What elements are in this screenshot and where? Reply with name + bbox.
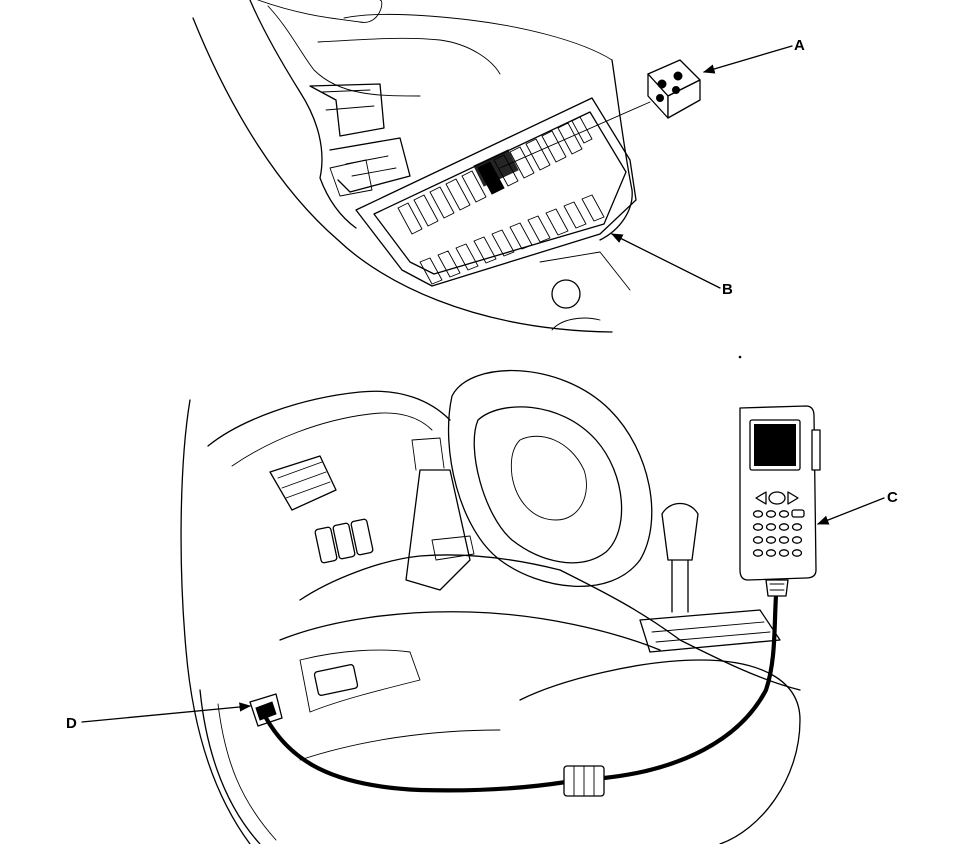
dash-right-edge	[599, 59, 633, 241]
dash-inner-contour-3	[317, 37, 501, 75]
steering-hub	[510, 435, 587, 521]
top-view-fuse-box-area	[192, 0, 637, 333]
dash-inner-contour-1	[257, 0, 383, 23]
fuse-box-outline	[355, 97, 637, 287]
panel-hole	[551, 279, 581, 309]
fuse-box-face	[373, 111, 627, 275]
enter-key-icon	[768, 491, 786, 505]
dash-lower-curve	[299, 554, 561, 601]
service-check-slot	[473, 149, 519, 187]
label-b: B	[722, 281, 733, 298]
knee-panel-lid	[313, 664, 359, 696]
a-pillar-outline	[180, 399, 251, 844]
floor-line	[299, 729, 501, 761]
seat-cushion	[519, 659, 801, 844]
knee-panel	[299, 649, 421, 713]
column-stalk-2	[431, 535, 475, 561]
bracket-lower	[329, 137, 411, 193]
dash-inner-contour-2	[267, 5, 421, 97]
bracket-left-detail	[321, 89, 375, 197]
bottom-view-interior	[180, 369, 801, 844]
steering-wheel	[447, 369, 653, 587]
shifter-shaft	[671, 559, 689, 613]
scan-tool-side-grip	[811, 429, 821, 471]
dash-upper-contour	[249, 0, 357, 229]
shifter-knob	[661, 502, 699, 561]
door-trim	[217, 703, 277, 841]
short-connector	[647, 59, 701, 119]
dash-top-curve-2	[231, 412, 433, 467]
shifter-gate	[639, 609, 781, 653]
dash-switch-cluster	[314, 518, 374, 564]
steering-wheel-inner	[473, 406, 623, 564]
fuse-row-lower	[419, 194, 605, 285]
data-link-connector	[249, 693, 283, 727]
panel-lower-detail	[539, 251, 631, 331]
callout-c: C	[816, 489, 898, 525]
steering-column	[405, 469, 471, 591]
dash-lower-curve-2	[279, 611, 661, 651]
leader-a-to-slot	[499, 101, 651, 169]
callout-d: D	[66, 702, 252, 732]
scan-tool-plug	[765, 579, 789, 597]
arrow-right-icon	[787, 491, 799, 505]
dash-inner-contour-4	[343, 13, 613, 61]
cable-inline-connector	[563, 765, 605, 797]
separator-dot	[738, 355, 742, 359]
scan-tool-keypad	[752, 509, 805, 557]
label-d: D	[66, 715, 77, 732]
scan-tool-cable	[263, 593, 779, 793]
callout-a: A	[702, 37, 805, 74]
bracket-lower-detail	[345, 155, 397, 177]
door-edge	[199, 689, 261, 844]
callout-b: B	[610, 233, 733, 298]
scan-tool	[739, 405, 821, 597]
dash-edge-line	[192, 17, 613, 333]
label-c: C	[887, 489, 898, 506]
label-a: A	[794, 37, 805, 54]
arrow-left-icon	[755, 491, 767, 505]
scan-tool-screen-display	[754, 424, 796, 466]
dash-top-curve	[207, 390, 451, 447]
bracket-left	[309, 83, 385, 137]
column-stalk	[411, 437, 445, 471]
air-vent	[269, 455, 337, 511]
